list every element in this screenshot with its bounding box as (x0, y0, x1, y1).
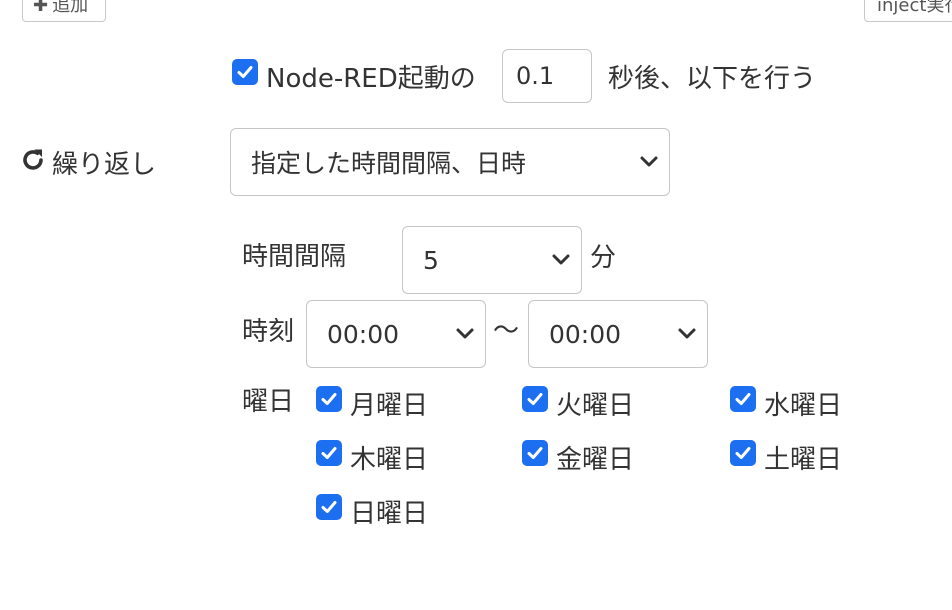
checkmark-icon (527, 393, 543, 405)
time-from-select[interactable]: 00:00 (306, 300, 486, 368)
inject-now-button[interactable]: inject実行 (864, 0, 952, 22)
checkmark-icon (321, 501, 337, 513)
startup-suffix-label: 秒後、以下を行う (608, 64, 817, 94)
day-label-tuesday: 火曜日 (556, 391, 635, 421)
startup-prefix-label: Node-RED起動の (266, 64, 476, 94)
chevron-down-icon (678, 328, 696, 339)
day-label-friday: 金曜日 (556, 445, 635, 475)
checkmark-icon (735, 447, 751, 459)
add-button[interactable]: ✚追加 (22, 0, 106, 22)
days-label: 曜日 (242, 387, 295, 417)
interval-label: 時間間隔 (242, 242, 347, 272)
day-label-saturday: 土曜日 (764, 445, 843, 475)
repeat-mode-select[interactable]: 指定した時間間隔、日時 (230, 128, 670, 196)
interval-value: 5 (423, 245, 439, 275)
time-separator: 〜 (493, 316, 520, 346)
day-label-wednesday: 水曜日 (764, 391, 843, 421)
chevron-down-icon (640, 156, 658, 167)
checkmark-icon (735, 393, 751, 405)
day-label-sunday: 日曜日 (350, 499, 429, 529)
repeat-label: 繰り返し (52, 150, 157, 180)
repeat-mode-value: 指定した時間間隔、日時 (251, 149, 527, 178)
inject-button-label: inject実行 (877, 0, 952, 16)
day-checkbox-friday[interactable] (522, 440, 548, 466)
repeat-icon (23, 149, 43, 170)
chevron-down-icon (456, 328, 474, 339)
day-checkbox-wednesday[interactable] (730, 386, 756, 412)
startup-checkbox[interactable] (232, 59, 258, 85)
add-button-label: 追加 (52, 0, 89, 16)
plus-icon: ✚ (33, 0, 49, 16)
checkmark-icon (321, 393, 337, 405)
time-to-value: 00:00 (549, 319, 622, 349)
time-from-value: 00:00 (327, 319, 400, 349)
checkmark-icon (237, 66, 253, 78)
interval-unit-label: 分 (590, 243, 617, 273)
day-label-monday: 月曜日 (350, 391, 429, 421)
day-checkbox-saturday[interactable] (730, 440, 756, 466)
day-checkbox-sunday[interactable] (316, 494, 342, 520)
time-to-select[interactable]: 00:00 (528, 300, 708, 368)
chevron-down-icon (552, 254, 570, 265)
checkmark-icon (527, 447, 543, 459)
startup-delay-value: 0.1 (516, 62, 555, 90)
startup-delay-input[interactable]: 0.1 (502, 49, 592, 103)
checkmark-icon (321, 447, 337, 459)
day-checkbox-thursday[interactable] (316, 440, 342, 466)
day-label-thursday: 木曜日 (350, 445, 429, 475)
interval-select[interactable]: 5 (402, 226, 582, 294)
day-checkbox-monday[interactable] (316, 386, 342, 412)
time-label: 時刻 (242, 317, 295, 347)
day-checkbox-tuesday[interactable] (522, 386, 548, 412)
